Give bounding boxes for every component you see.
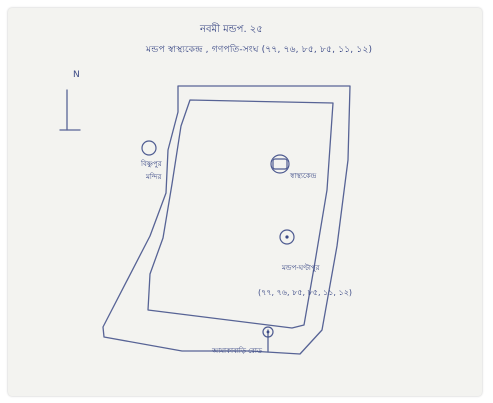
- right-landmark-ring: [270, 154, 290, 174]
- inner-road-outline: [147, 99, 334, 329]
- center-landmark-label: মন্ডপ-ঘণ্টাপুর: [282, 264, 320, 272]
- north-marker-label: N: [73, 70, 80, 80]
- center-landmark-coords: (৭৭, ৭৬, ৮৫, ৮৫, ১১, ১২): [258, 288, 353, 297]
- bottom-landmark-label: আমাকাবাড়ি রোড: [212, 347, 263, 355]
- center-landmark-marker: [279, 229, 295, 245]
- right-landmark-marker: [272, 158, 288, 170]
- left-landmark-marker: [141, 140, 157, 156]
- bottom-landmark-marker: [262, 326, 274, 338]
- outer-road-outline: [102, 85, 351, 355]
- sketch-title: নবমী মন্ডপ. ২৫: [200, 24, 263, 35]
- sketch-subtitle: মন্ডপ স্বাস্থ্যকেন্দ্র , গণপতি-সংঘ (৭৭, …: [146, 45, 373, 55]
- left-landmark-label-line2: মন্দির: [146, 173, 162, 181]
- right-landmark-label: স্বাস্থ্যকেন্দ্র: [290, 172, 317, 180]
- paper-sheet: [8, 8, 482, 396]
- left-landmark-label-line1: বিষ্ণুপুর: [141, 160, 162, 168]
